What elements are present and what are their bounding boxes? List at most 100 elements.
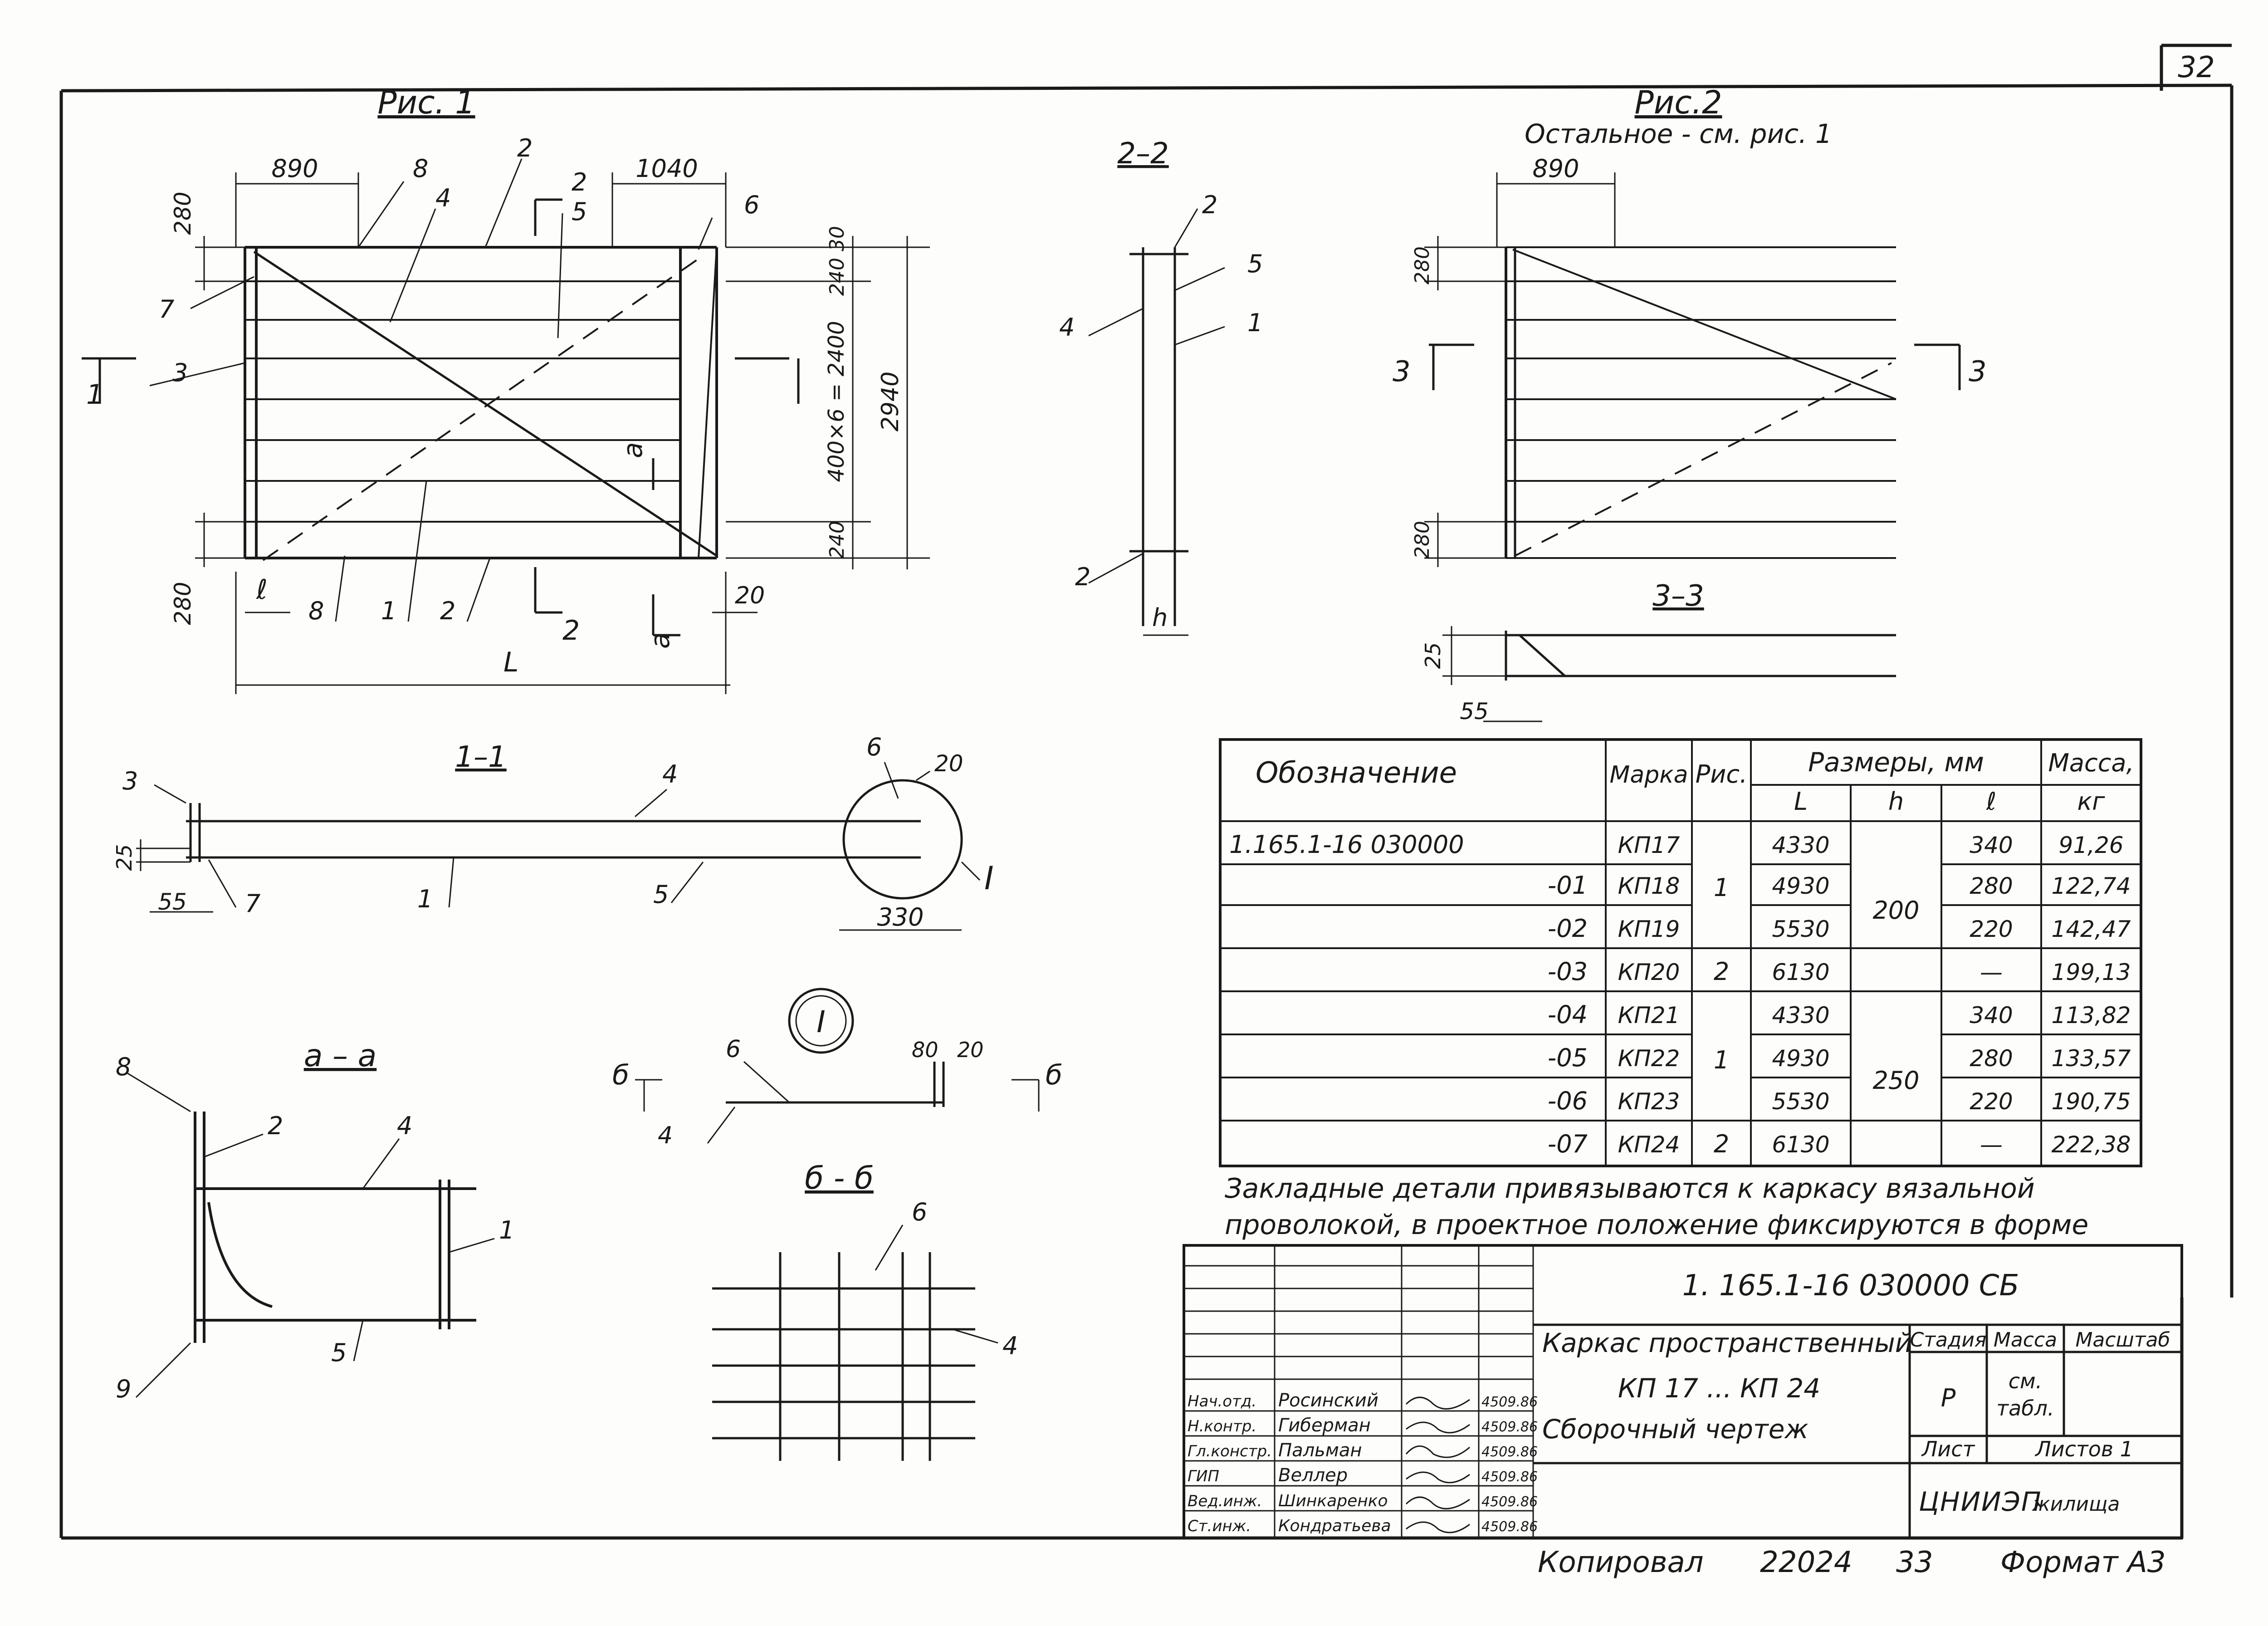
- section-mark-a-bottom: a: [645, 632, 675, 649]
- callout-4: 4: [435, 184, 451, 212]
- section-mark-a-top: a: [617, 442, 648, 458]
- figure-2-subtitle: Остальное - см. рис. 1: [1525, 118, 1832, 149]
- staff-name: Пальман: [1278, 1440, 1362, 1461]
- figure-1-section-marks: [82, 198, 800, 637]
- section-b-b-callout-4: 4: [1002, 1332, 1018, 1360]
- staff-date: 4509.86: [1481, 1419, 1538, 1435]
- section-1-1-dim-25: 25: [112, 844, 137, 871]
- figure-1-dimension-lines: [195, 172, 930, 694]
- table-row: -01 КП18 4930 280 122,74: [1548, 871, 2131, 900]
- staff-signature: [1405, 1445, 1470, 1458]
- section-2-2-callout-1: 1: [1247, 309, 1263, 337]
- header-h: h: [1888, 787, 1904, 816]
- sheets-header: Листов 1: [2034, 1437, 2133, 1461]
- dim-L: L: [503, 646, 518, 678]
- row-mark: КП24: [1618, 1131, 1680, 1158]
- dim-20: 20: [735, 582, 765, 609]
- section-1-1-callout-5: 5: [653, 880, 669, 909]
- row-mark: КП22: [1618, 1045, 1680, 1072]
- callout-3: 3: [172, 358, 188, 387]
- section-3-3-dim-55: 55: [1460, 698, 1489, 725]
- section-b-b: б - б 6 4: [712, 1161, 1018, 1461]
- row-L: 6130: [1772, 1131, 1829, 1158]
- staff-role: Н.контр.: [1188, 1417, 1256, 1435]
- figure-2-dim-280-top: 280: [1411, 246, 1434, 284]
- row-l: 220: [1970, 1088, 2013, 1115]
- section-1-1-callout-3: 3: [122, 767, 138, 795]
- row-designation: -05: [1548, 1043, 1588, 1072]
- fig-group-2: 2: [1714, 957, 1729, 986]
- table-row: -05 КП22 4930 280 133,57: [1548, 1043, 2131, 1072]
- staff-role: ГИП: [1188, 1467, 1219, 1485]
- row-mass: 133,57: [2052, 1045, 2131, 1072]
- header-fig: Рис.: [1696, 760, 1748, 789]
- figure-1: Рис. 1: [82, 84, 930, 694]
- staff-name: Шинкаренко: [1278, 1492, 1388, 1510]
- row-mass: 113,82: [2052, 1002, 2131, 1028]
- callout-6: 6: [744, 191, 759, 219]
- doc-name-line-1: Каркас пространственный: [1542, 1327, 1912, 1358]
- section-1-1-dim-55: 55: [158, 889, 187, 915]
- section-3-3-title: 3–3: [1652, 579, 1704, 613]
- staff-signature: [1406, 1521, 1470, 1533]
- section-3-3-dim-25: 25: [1421, 642, 1445, 669]
- dim-240-bottom: 240: [826, 521, 849, 559]
- figure-2-title: Рис.2: [1635, 84, 1722, 121]
- header-mass: Масса,: [2048, 749, 2134, 777]
- row-l: 340: [1970, 1002, 2013, 1028]
- dim-l: ℓ: [256, 574, 268, 606]
- section-2-2-title: 2–2: [1117, 137, 1168, 171]
- table-row: -04 КП21 4330 340 113,82: [1548, 1000, 2131, 1029]
- note-line-2: проволокой, в проектное положение фиксир…: [1225, 1209, 2088, 1241]
- row-L: 4330: [1772, 1002, 1829, 1028]
- header-kg: кг: [2077, 787, 2106, 816]
- figure-1-diagonal: [253, 250, 718, 557]
- figure-2: Рис.2 Остальное - см. рис. 1: [1393, 84, 1986, 567]
- footer: Копировал 22024 33 Формат А3: [1538, 1546, 2166, 1579]
- row-L: 4930: [1772, 873, 1829, 899]
- section-a-a-callout-5: 5: [331, 1338, 347, 1367]
- title-block: 1. 165.1-16 030000 СБ Каркас пространств…: [1183, 1244, 2183, 1539]
- doc-name-line-2: КП 17 ... КП 24: [1618, 1373, 1820, 1404]
- row-designation: -07: [1548, 1130, 1588, 1158]
- section-mark-2-top: 2: [572, 168, 587, 196]
- section-2-2-callout-2-bottom: 2: [1075, 563, 1090, 591]
- row-designation: 1.165.1-16 030000: [1229, 830, 1464, 859]
- row-l: 340: [1970, 832, 2013, 858]
- dim-890: 890: [271, 154, 318, 183]
- sheet-number: 32: [2178, 51, 2214, 84]
- staff-date: 4509.86: [1481, 1519, 1538, 1535]
- table-row: -07 КП24 6130 — 222,38: [1548, 1130, 2131, 1158]
- footer-copied: Копировал: [1538, 1546, 1704, 1579]
- figure-2-dim-890: 890: [1532, 154, 1579, 183]
- section-a-a-callout-8: 8: [116, 1053, 131, 1081]
- table-row: 1.165.1-16 030000 КП17 4330 340 91,26: [1229, 830, 2124, 859]
- section-1-1-callout-7: 7: [245, 889, 260, 918]
- table-row: -03 КП20 6130 — 199,13: [1548, 957, 2131, 986]
- staff-name: Веллер: [1278, 1465, 1348, 1486]
- row-l: 280: [1970, 1045, 2013, 1072]
- row-mark: КП19: [1618, 916, 1680, 942]
- section-b-b-callout-6: 6: [912, 1198, 927, 1226]
- section-1-1-callout-6: 6: [866, 733, 882, 761]
- figure-2-dim-280-bottom: 280: [1411, 521, 1434, 559]
- node-I-dim-20: 20: [957, 1038, 984, 1062]
- fig-group-4: 2: [1714, 1130, 1729, 1158]
- sheet-frame: [59, 44, 2234, 1540]
- dim-1040: 1040: [635, 154, 698, 183]
- list-item: Ст.инж. Кондратьева 4509.86: [1188, 1517, 1538, 1535]
- row-mark: КП21: [1618, 1002, 1680, 1028]
- row-L: 4930: [1772, 1045, 1829, 1072]
- header-designation: Обозначение: [1256, 756, 1457, 790]
- staff-role: Нач.отд.: [1188, 1392, 1256, 1411]
- section-a-a-callout-9: 9: [116, 1375, 131, 1403]
- row-L: 5530: [1772, 916, 1829, 942]
- table-row: -06 КП23 5530 220 190,75: [1548, 1087, 2131, 1115]
- node-I-callout-6: 6: [726, 1036, 741, 1063]
- row-l: —: [1980, 1131, 2003, 1158]
- node-I-callout-4: 4: [658, 1122, 673, 1149]
- detail-circle-I: [842, 779, 963, 900]
- callout-5: 5: [572, 197, 587, 226]
